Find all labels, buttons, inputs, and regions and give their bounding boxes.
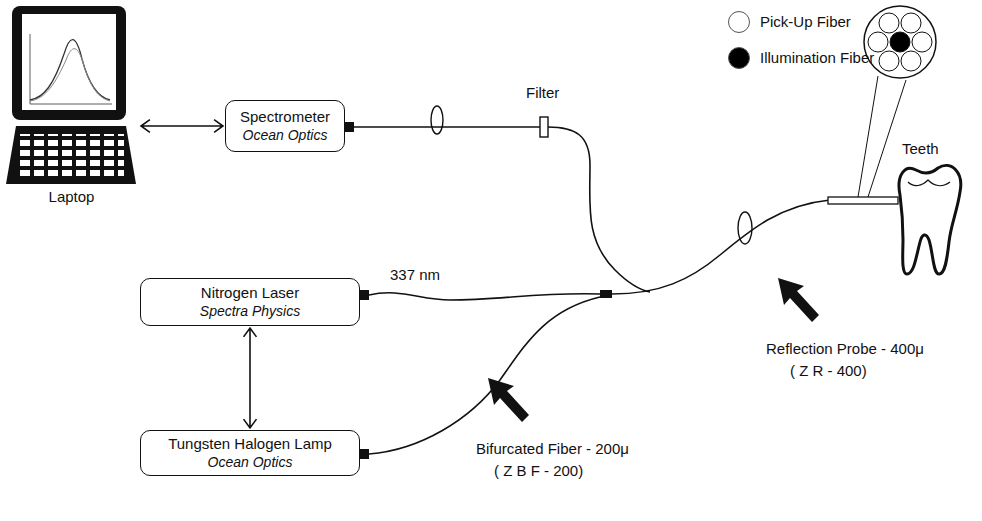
tooth-detail (908, 180, 950, 186)
legend-swatch (728, 47, 750, 69)
maker-name: Ocean Optics (243, 126, 328, 144)
device-box: Tungsten Halogen LampOcean Optics (140, 430, 360, 476)
part-label: Filter (526, 84, 559, 102)
legend-row: Pick-Up Fiber (728, 11, 851, 33)
pick-up-fiber (879, 13, 899, 33)
reflection-probe (828, 197, 898, 204)
legend-row: Illumination Fiber (728, 47, 874, 69)
control-arrow (244, 328, 257, 428)
part-label: ( Z B F - 200) (494, 462, 583, 480)
pick-up-fiber (901, 13, 921, 33)
laptop-node: Laptop (4, 4, 139, 206)
illumination-fiber (890, 32, 910, 52)
optical-fiber (369, 297, 600, 454)
part-label: Reflection Probe - 400μ (766, 340, 924, 358)
probe-end-view (864, 6, 936, 78)
device-name: Tungsten Halogen Lamp (168, 435, 332, 453)
pick-up-fiber (901, 51, 921, 71)
pointer-arrow (488, 378, 529, 422)
fiber-connector (360, 449, 369, 459)
optical-fiber (548, 127, 650, 292)
part-label: Teeth (902, 140, 939, 158)
pick-up-fiber (912, 32, 932, 52)
part-label: ( Z R - 400) (790, 362, 867, 380)
tooth (899, 165, 961, 274)
maker-name: Spectra Physics (200, 302, 300, 320)
control-arrow (141, 120, 223, 133)
optical-fiber (369, 293, 600, 300)
maker-name: Ocean Optics (208, 453, 293, 471)
filter (540, 117, 548, 137)
fiber-loop (738, 212, 752, 244)
fiber-connector (360, 290, 369, 300)
device-box: SpectrometerOcean Optics (225, 100, 345, 152)
legend-swatch (728, 11, 750, 33)
leader-line (858, 76, 878, 197)
pick-up-fiber (879, 51, 899, 71)
legend-text: Illumination Fiber (760, 49, 874, 67)
laptop-illustration (4, 4, 139, 189)
device-name: Spectrometer (240, 108, 330, 126)
fiber-connector (345, 122, 354, 132)
pointer-arrow (778, 278, 819, 322)
device-name: Laptop (49, 188, 95, 206)
fiber-loop (431, 106, 443, 134)
optical-fiber (612, 200, 830, 294)
part-label: 337 nm (390, 266, 440, 284)
optical-fiber (354, 126, 540, 128)
legend-text: Pick-Up Fiber (760, 13, 851, 31)
device-box: Nitrogen LaserSpectra Physics (140, 278, 360, 326)
device-name: Nitrogen Laser (201, 284, 299, 302)
fiber-junction (600, 290, 612, 298)
part-label: Bifurcated Fiber - 200μ (476, 440, 629, 458)
